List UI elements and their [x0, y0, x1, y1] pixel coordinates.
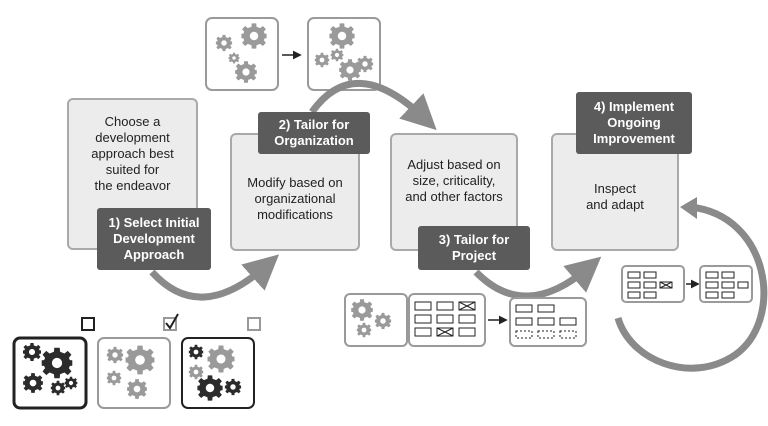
step-3-label: 3) Tailor for Project	[418, 226, 530, 270]
step-1-text: Choose a development approach best suite…	[91, 114, 174, 193]
improvement-loop-arrowhead	[680, 197, 697, 219]
step-3-text: Adjust based on size, criticality, and o…	[405, 157, 503, 204]
step-4-label: 4) Implement Ongoing Improvement	[576, 92, 692, 154]
checkbox-unchecked-icon	[81, 317, 95, 331]
project-tailoring-illustration	[344, 293, 587, 347]
step-4-text: Inspect and adapt	[586, 181, 644, 212]
flow-arrow-2	[309, 79, 437, 131]
step-2-text: Modify based on organizational modificat…	[247, 175, 343, 222]
checkbox-unchecked-icon	[247, 317, 261, 331]
top-gear-thumbnails	[205, 17, 381, 91]
task-grid-icon	[414, 301, 476, 337]
step-2-label: 2) Tailor for Organization	[258, 112, 370, 154]
flow-arrow-1	[149, 254, 280, 301]
flow-arrow-3	[473, 256, 602, 300]
step-1-label: 1) Select Initial Development Approach	[97, 208, 211, 270]
tailored-task-grid-icon	[515, 304, 577, 339]
ongoing-improvement-illustration	[621, 265, 753, 303]
approach-options	[12, 313, 261, 410]
improvement-loop-arrow	[614, 203, 768, 372]
